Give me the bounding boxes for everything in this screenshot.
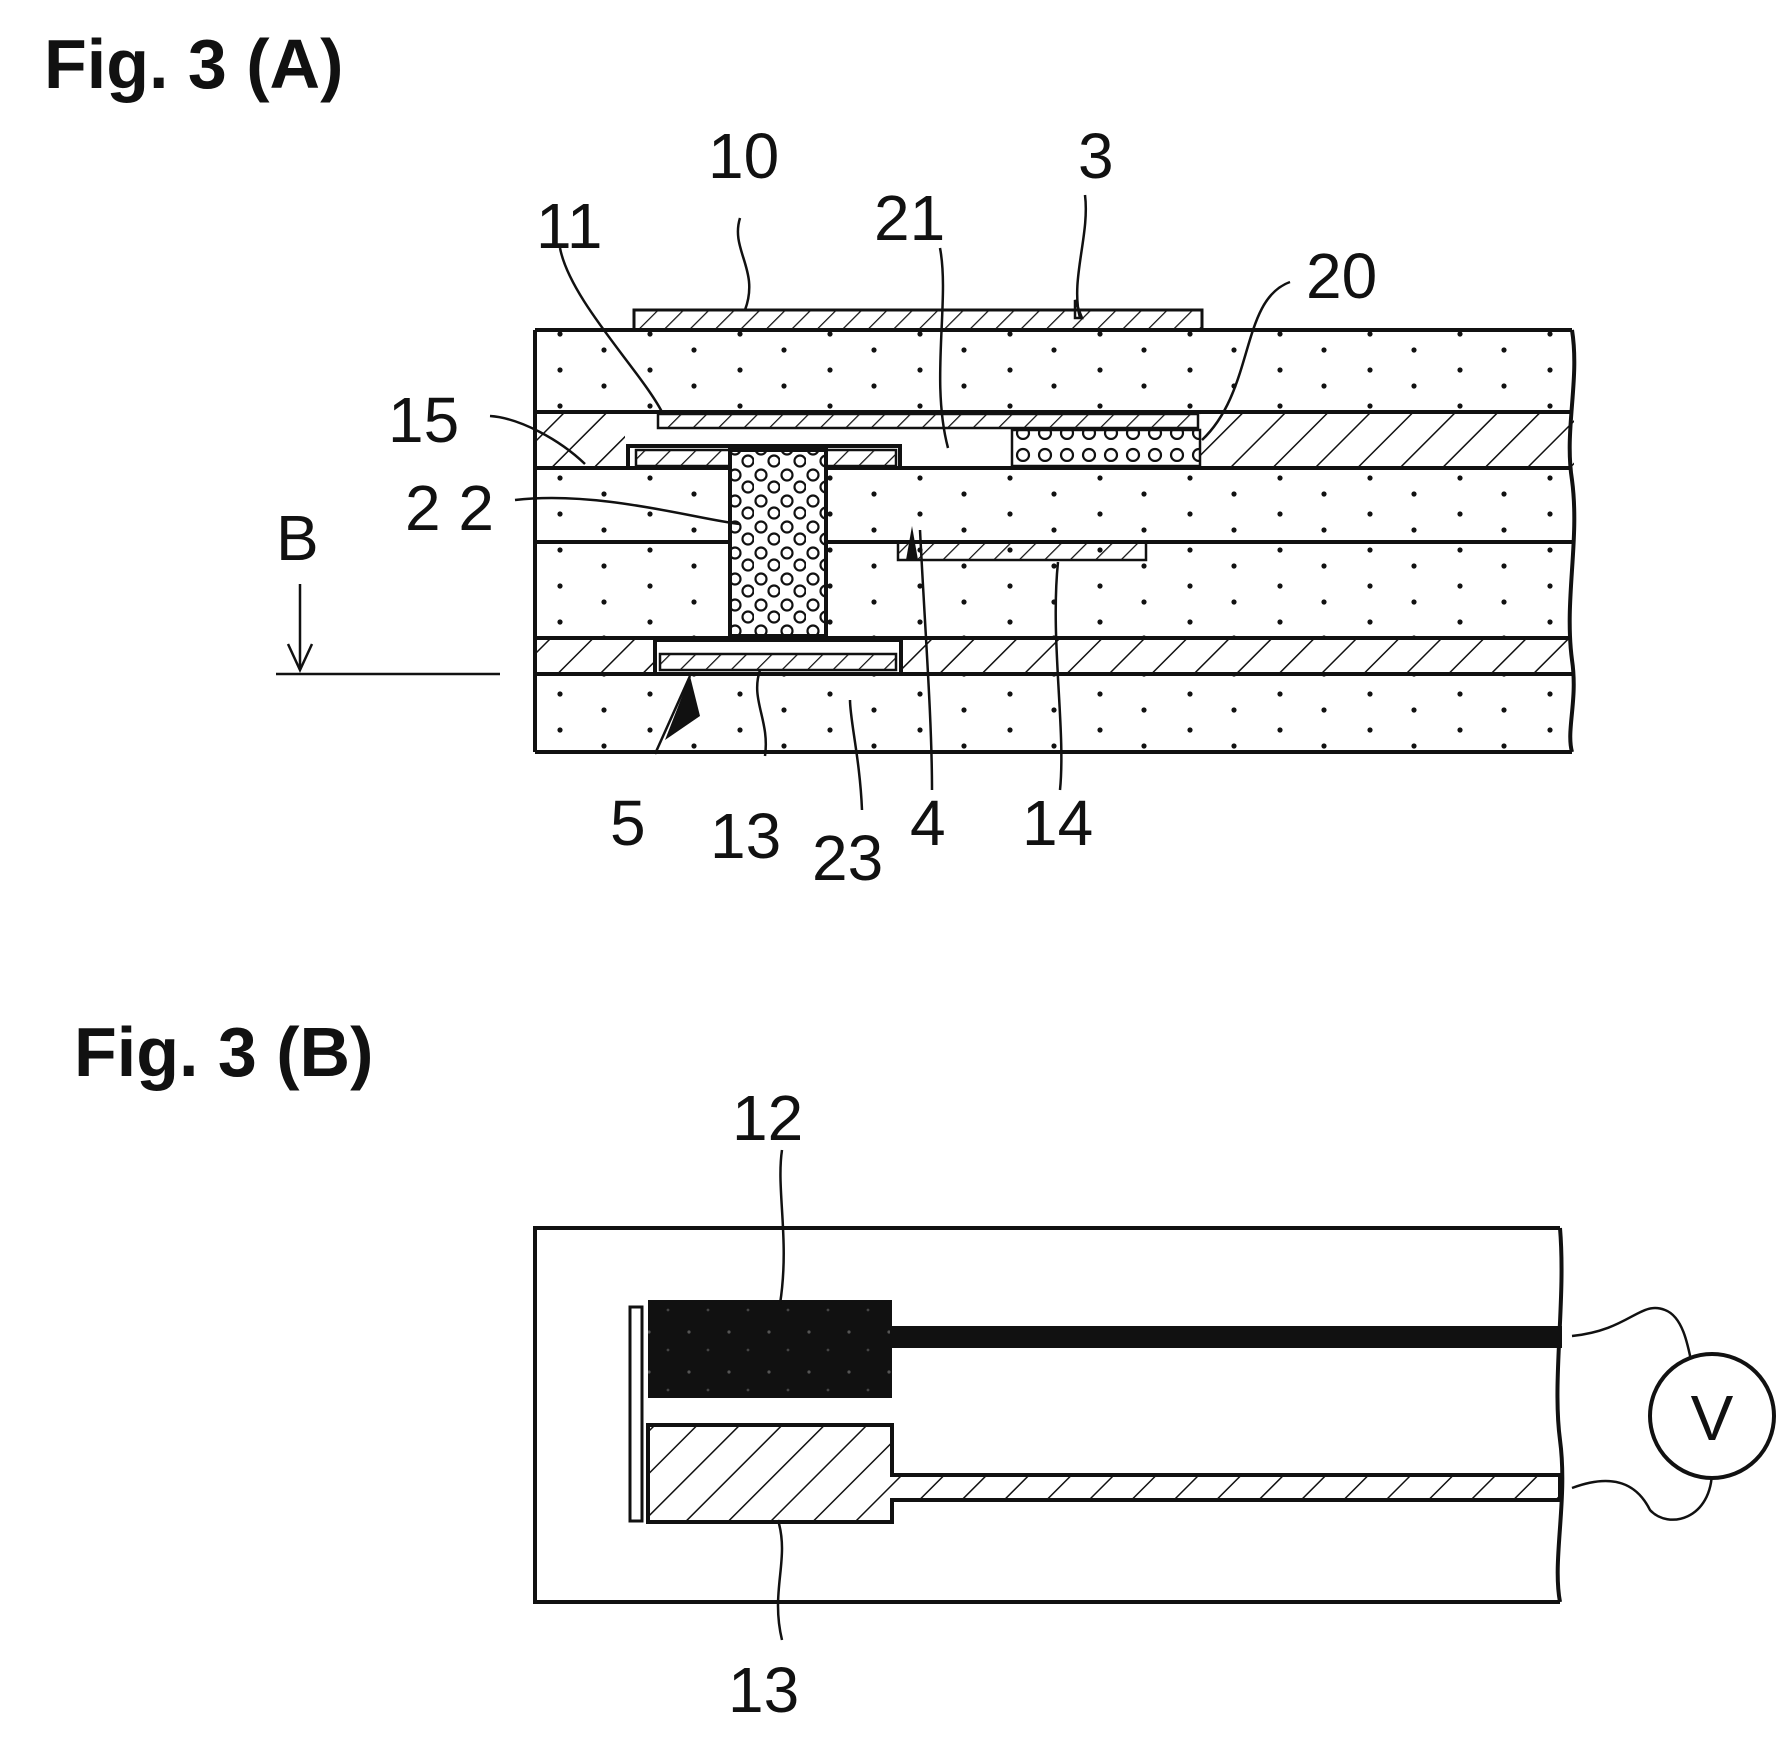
ref-20: 20	[1306, 240, 1377, 312]
electrode-12	[648, 1300, 1562, 1398]
ref-14: 14	[1022, 787, 1093, 859]
ref-11: 11	[536, 190, 602, 262]
ref-b: B	[276, 502, 319, 574]
plan-break-line	[1557, 1228, 1562, 1602]
reference-numerals-3b: 12 13	[728, 1082, 803, 1726]
ref-15: 15	[388, 384, 459, 456]
reagent-20	[1012, 430, 1200, 466]
section-line-b	[276, 584, 500, 674]
electrode-14	[898, 542, 1146, 560]
figure-3b-title: Fig. 3 (B)	[74, 1013, 373, 1091]
electrode-13	[660, 654, 896, 670]
spacer-layer-upper	[535, 412, 1574, 468]
voltmeter-label: V	[1691, 1382, 1734, 1454]
ref-13: 13	[710, 800, 781, 872]
ref-12: 12	[732, 1082, 803, 1154]
ref-10: 10	[708, 120, 779, 192]
top-electrode-10	[634, 310, 1202, 330]
voltmeter: V	[1572, 1308, 1774, 1520]
ref-4: 4	[910, 787, 946, 859]
filter-column-22	[730, 450, 826, 636]
ref-23: 23	[812, 822, 883, 894]
figure-3a-title: Fig. 3 (A)	[44, 25, 343, 103]
ref-22: 2 2	[405, 472, 494, 544]
ref-5: 5	[610, 787, 646, 859]
ref-21: 21	[874, 182, 945, 254]
ref-3: 3	[1078, 120, 1114, 192]
ref-13-plan: 13	[728, 1654, 799, 1726]
spacer-layer-lower	[535, 638, 1575, 674]
figure-3b: Fig. 3 (B) V 12 13	[74, 1013, 1774, 1726]
top-substrate-layer	[535, 330, 1575, 412]
electrode-11	[658, 414, 1198, 428]
electrode-13-plan	[648, 1425, 1560, 1522]
spacer-strip	[630, 1307, 642, 1521]
figure-3a: Fig. 3 (A)	[44, 25, 1575, 894]
plan-substrate-outline	[535, 1228, 1560, 1602]
